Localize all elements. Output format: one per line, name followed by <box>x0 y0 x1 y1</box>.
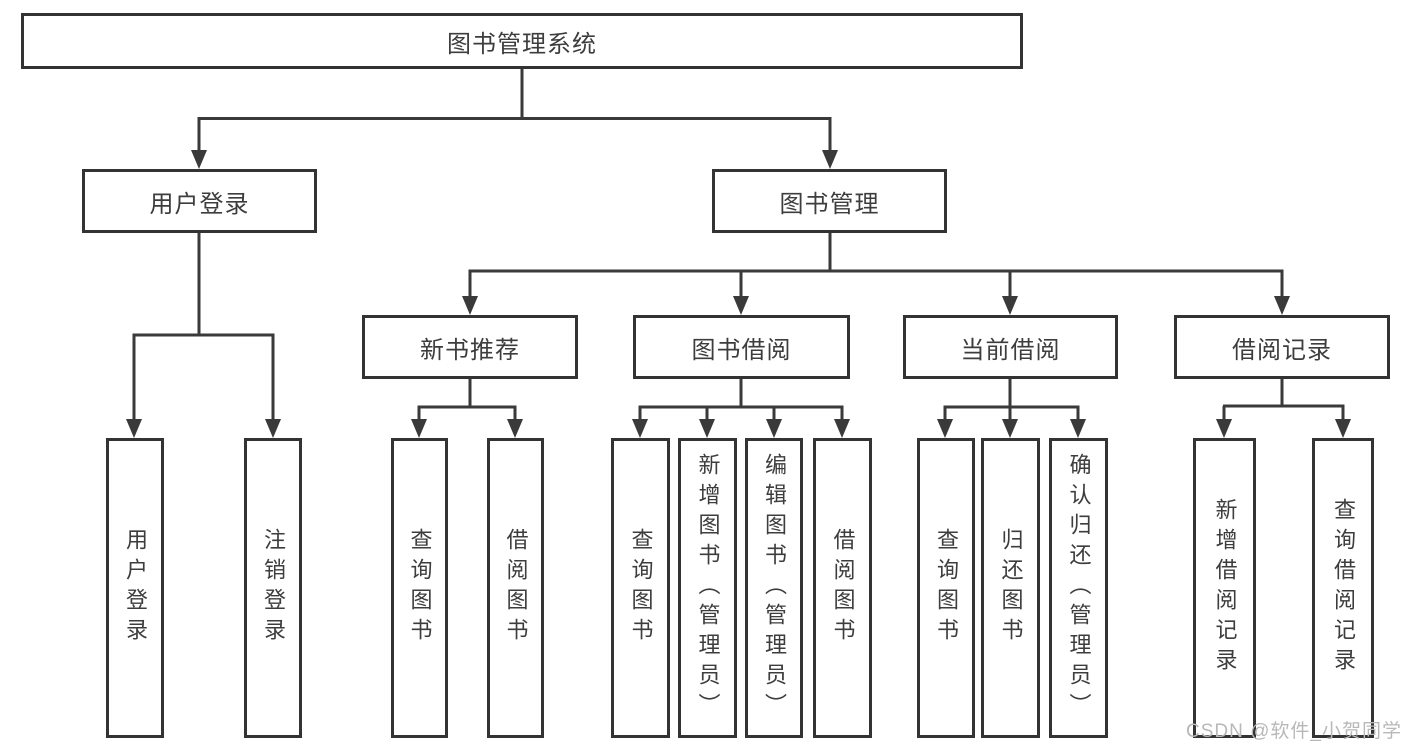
leaf-confirm-return-admin: 确认归还（管理员） <box>1049 438 1108 738</box>
leaf-borrow-book: 借阅图书 <box>813 438 872 738</box>
leaf-recommend-borrow-book: 借阅图书 <box>487 438 544 738</box>
leaf-borrow-query-book: 查询图书 <box>611 438 670 738</box>
node-label: 用户登录 <box>123 528 148 648</box>
leaf-edit-book-admin: 编辑图书（管理员） <box>745 438 803 738</box>
node-label: 借阅图书 <box>503 528 529 648</box>
node-label: 新增借阅记录 <box>1212 498 1238 678</box>
node-label: 图书管理 <box>779 190 880 218</box>
node-label: 新增图书（管理员） <box>695 453 721 723</box>
leaf-add-borrow-record: 新增借阅记录 <box>1193 438 1256 738</box>
leaf-current-query-book: 查询图书 <box>917 438 975 738</box>
node-label: 用户登录 <box>149 190 250 218</box>
node-label: 查询借阅记录 <box>1331 498 1356 678</box>
node-borrow-records: 借阅记录 <box>1174 315 1390 379</box>
node-label: 图书借阅 <box>691 336 792 364</box>
node-label: 查询图书 <box>407 528 433 648</box>
node-book-borrow: 图书借阅 <box>633 315 850 379</box>
node-label: 查询图书 <box>628 528 654 648</box>
node-label: 当前借阅 <box>960 336 1061 364</box>
node-label: 新书推荐 <box>420 336 520 364</box>
csdn-watermark: CSDN @软件_小贺同学 <box>1186 721 1402 742</box>
node-new-book-recommend: 新书推荐 <box>362 315 578 379</box>
node-label: 编辑图书（管理员） <box>762 453 787 723</box>
leaf-add-book-admin: 新增图书（管理员） <box>678 438 737 738</box>
node-label: 确认归还（管理员） <box>1066 453 1092 723</box>
leaf-user-login: 用户登录 <box>106 438 164 738</box>
node-label: 图书管理系统 <box>447 30 597 58</box>
node-root-system: 图书管理系统 <box>21 13 1023 69</box>
leaf-query-borrow-record: 查询借阅记录 <box>1312 438 1374 738</box>
leaf-logout: 注销登录 <box>244 438 302 738</box>
leaf-recommend-query-book: 查询图书 <box>391 438 448 738</box>
node-user-login: 用户登录 <box>82 169 317 233</box>
leaf-return-book: 归还图书 <box>981 438 1040 738</box>
node-label: 注销登录 <box>261 528 286 648</box>
node-label: 归还图书 <box>998 528 1024 648</box>
node-label: 借阅图书 <box>830 528 856 648</box>
node-label: 借阅记录 <box>1232 336 1332 364</box>
node-book-management: 图书管理 <box>712 169 947 233</box>
node-label: 查询图书 <box>934 528 959 648</box>
node-current-borrow: 当前借阅 <box>903 315 1118 379</box>
